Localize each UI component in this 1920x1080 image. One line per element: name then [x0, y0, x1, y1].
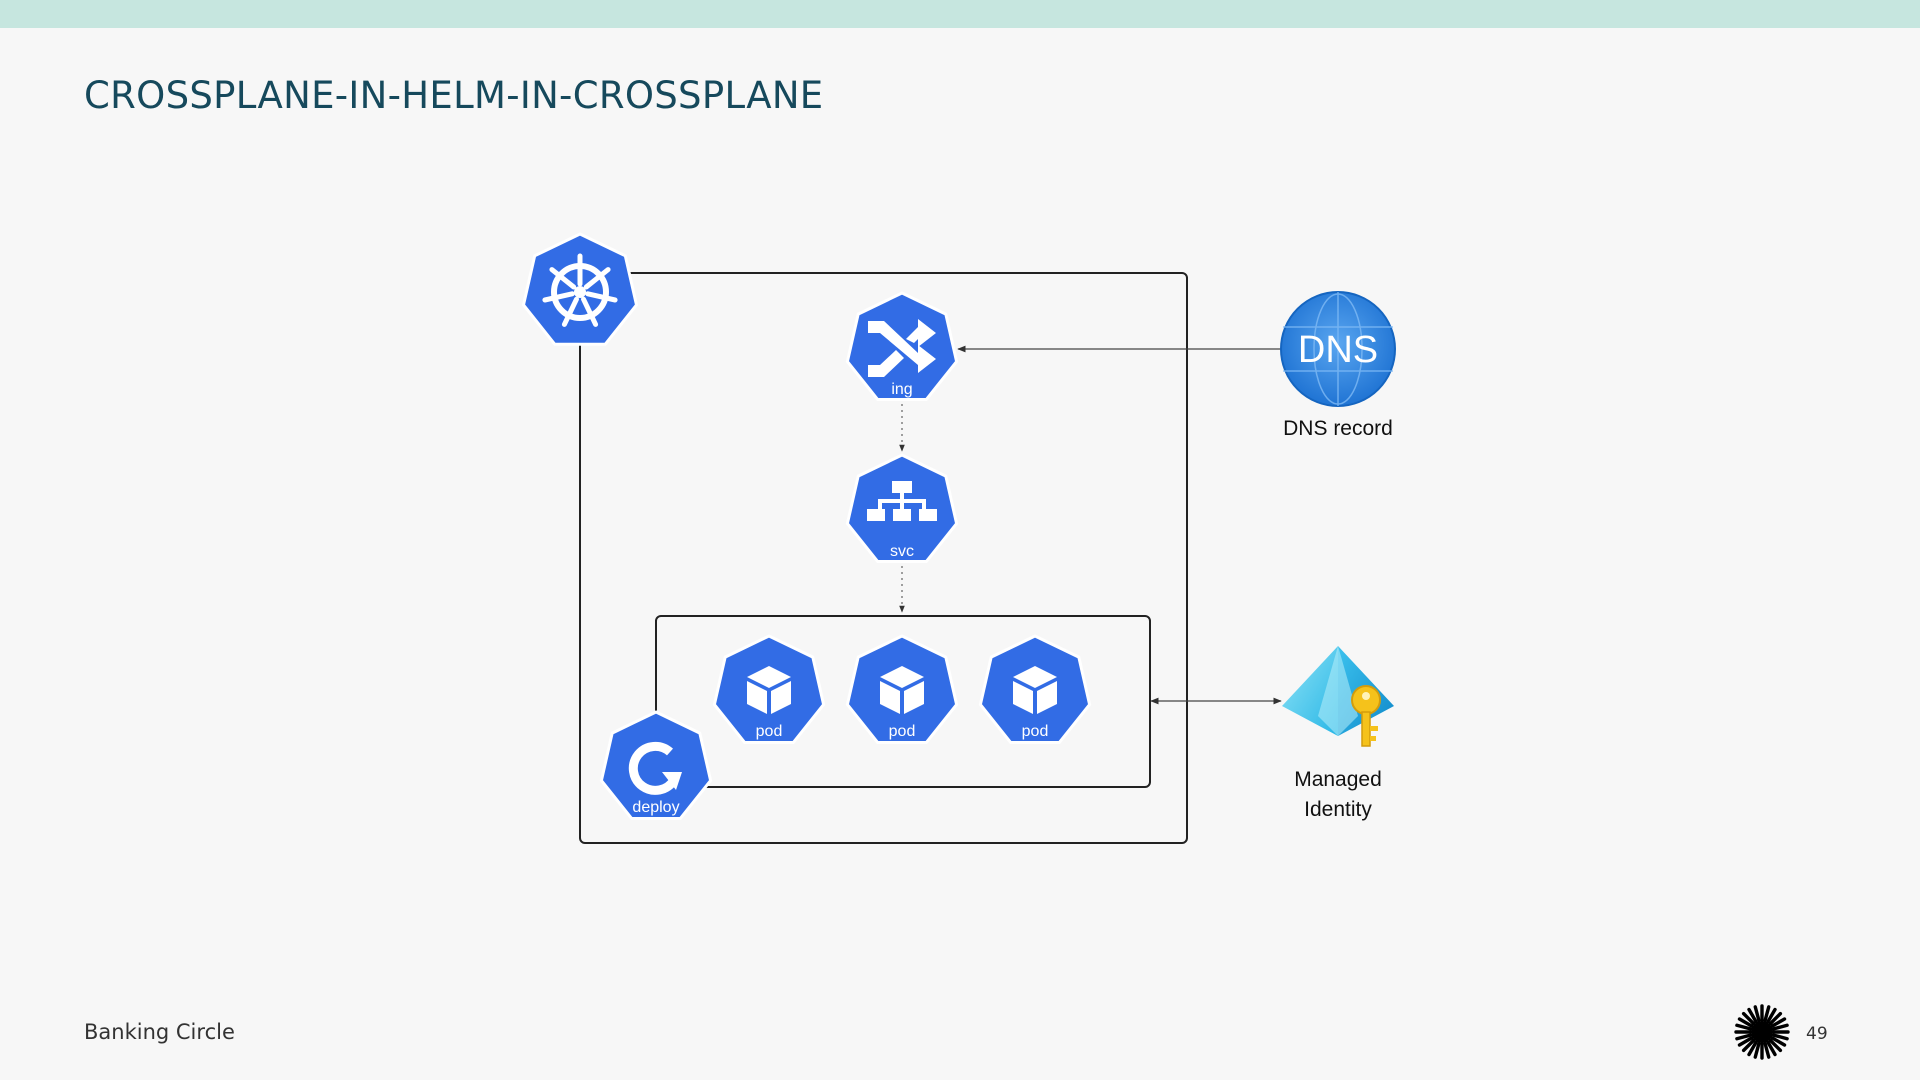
page-number: 49: [1806, 1024, 1828, 1044]
banking-circle-logo-icon: [1734, 1004, 1790, 1060]
logo-ray: [1735, 1033, 1753, 1041]
logo-ray: [1770, 1017, 1787, 1028]
logo-ray: [1766, 1007, 1777, 1024]
network-tree-icon: [867, 481, 937, 521]
slide-title: CROSSPLANE-IN-HELM-IN-CROSSPLANE: [84, 74, 824, 117]
logo-ray: [1771, 1023, 1789, 1031]
cluster-boundary: [579, 272, 1188, 844]
service-label: svc: [890, 543, 914, 560]
logo-ray: [1771, 1033, 1789, 1041]
pod-label: pod: [1022, 723, 1049, 740]
logo-ray: [1768, 1038, 1783, 1053]
managed-identity-label-line1: Managed: [1294, 768, 1382, 791]
deployment-node: [599, 710, 713, 820]
logo-ray: [1741, 1011, 1756, 1026]
logo-ray: [1766, 1040, 1777, 1057]
logo-ray: [1753, 1005, 1761, 1023]
refresh-arrow-icon: [628, 741, 682, 795]
logo-ray: [1737, 1036, 1754, 1047]
pod-node: [978, 634, 1092, 744]
logo-ray: [1735, 1023, 1753, 1031]
managed-identity-label-line2: Identity: [1304, 798, 1372, 821]
cube-icon: [880, 666, 924, 714]
dns-record-label: DNS record: [1283, 417, 1393, 440]
deployment-boundary: [655, 615, 1151, 788]
deployment-label: deploy: [632, 799, 679, 816]
top-accent-bar: [0, 0, 1920, 28]
logo-ray: [1768, 1011, 1783, 1026]
ingress-label: ing: [891, 381, 912, 398]
pyramid-key-icon: [1282, 646, 1394, 747]
logo-ray: [1770, 1036, 1787, 1047]
dns-icon-text: DNS: [1298, 329, 1378, 371]
logo-ray: [1763, 1041, 1771, 1059]
service-node: [845, 453, 959, 563]
logo-ray: [1747, 1040, 1758, 1057]
pod-node: [712, 634, 826, 744]
pod-node: [845, 634, 959, 744]
cube-icon: [1013, 666, 1057, 714]
logo-ray: [1747, 1007, 1758, 1024]
logo-ray: [1753, 1041, 1761, 1059]
ingress-node: [845, 291, 959, 401]
logo-ray: [1741, 1038, 1756, 1053]
kubernetes-helm-wheel-icon: [521, 232, 639, 346]
pod-label: pod: [756, 723, 783, 740]
logo-ray: [1737, 1017, 1754, 1028]
dns-globe-icon: [1280, 291, 1396, 407]
pod-label: pod: [889, 723, 916, 740]
footer-company-name: Banking Circle: [84, 1020, 235, 1044]
cube-icon: [747, 666, 791, 714]
shuffle-arrows-icon: [868, 319, 936, 377]
logo-ray: [1763, 1005, 1771, 1023]
